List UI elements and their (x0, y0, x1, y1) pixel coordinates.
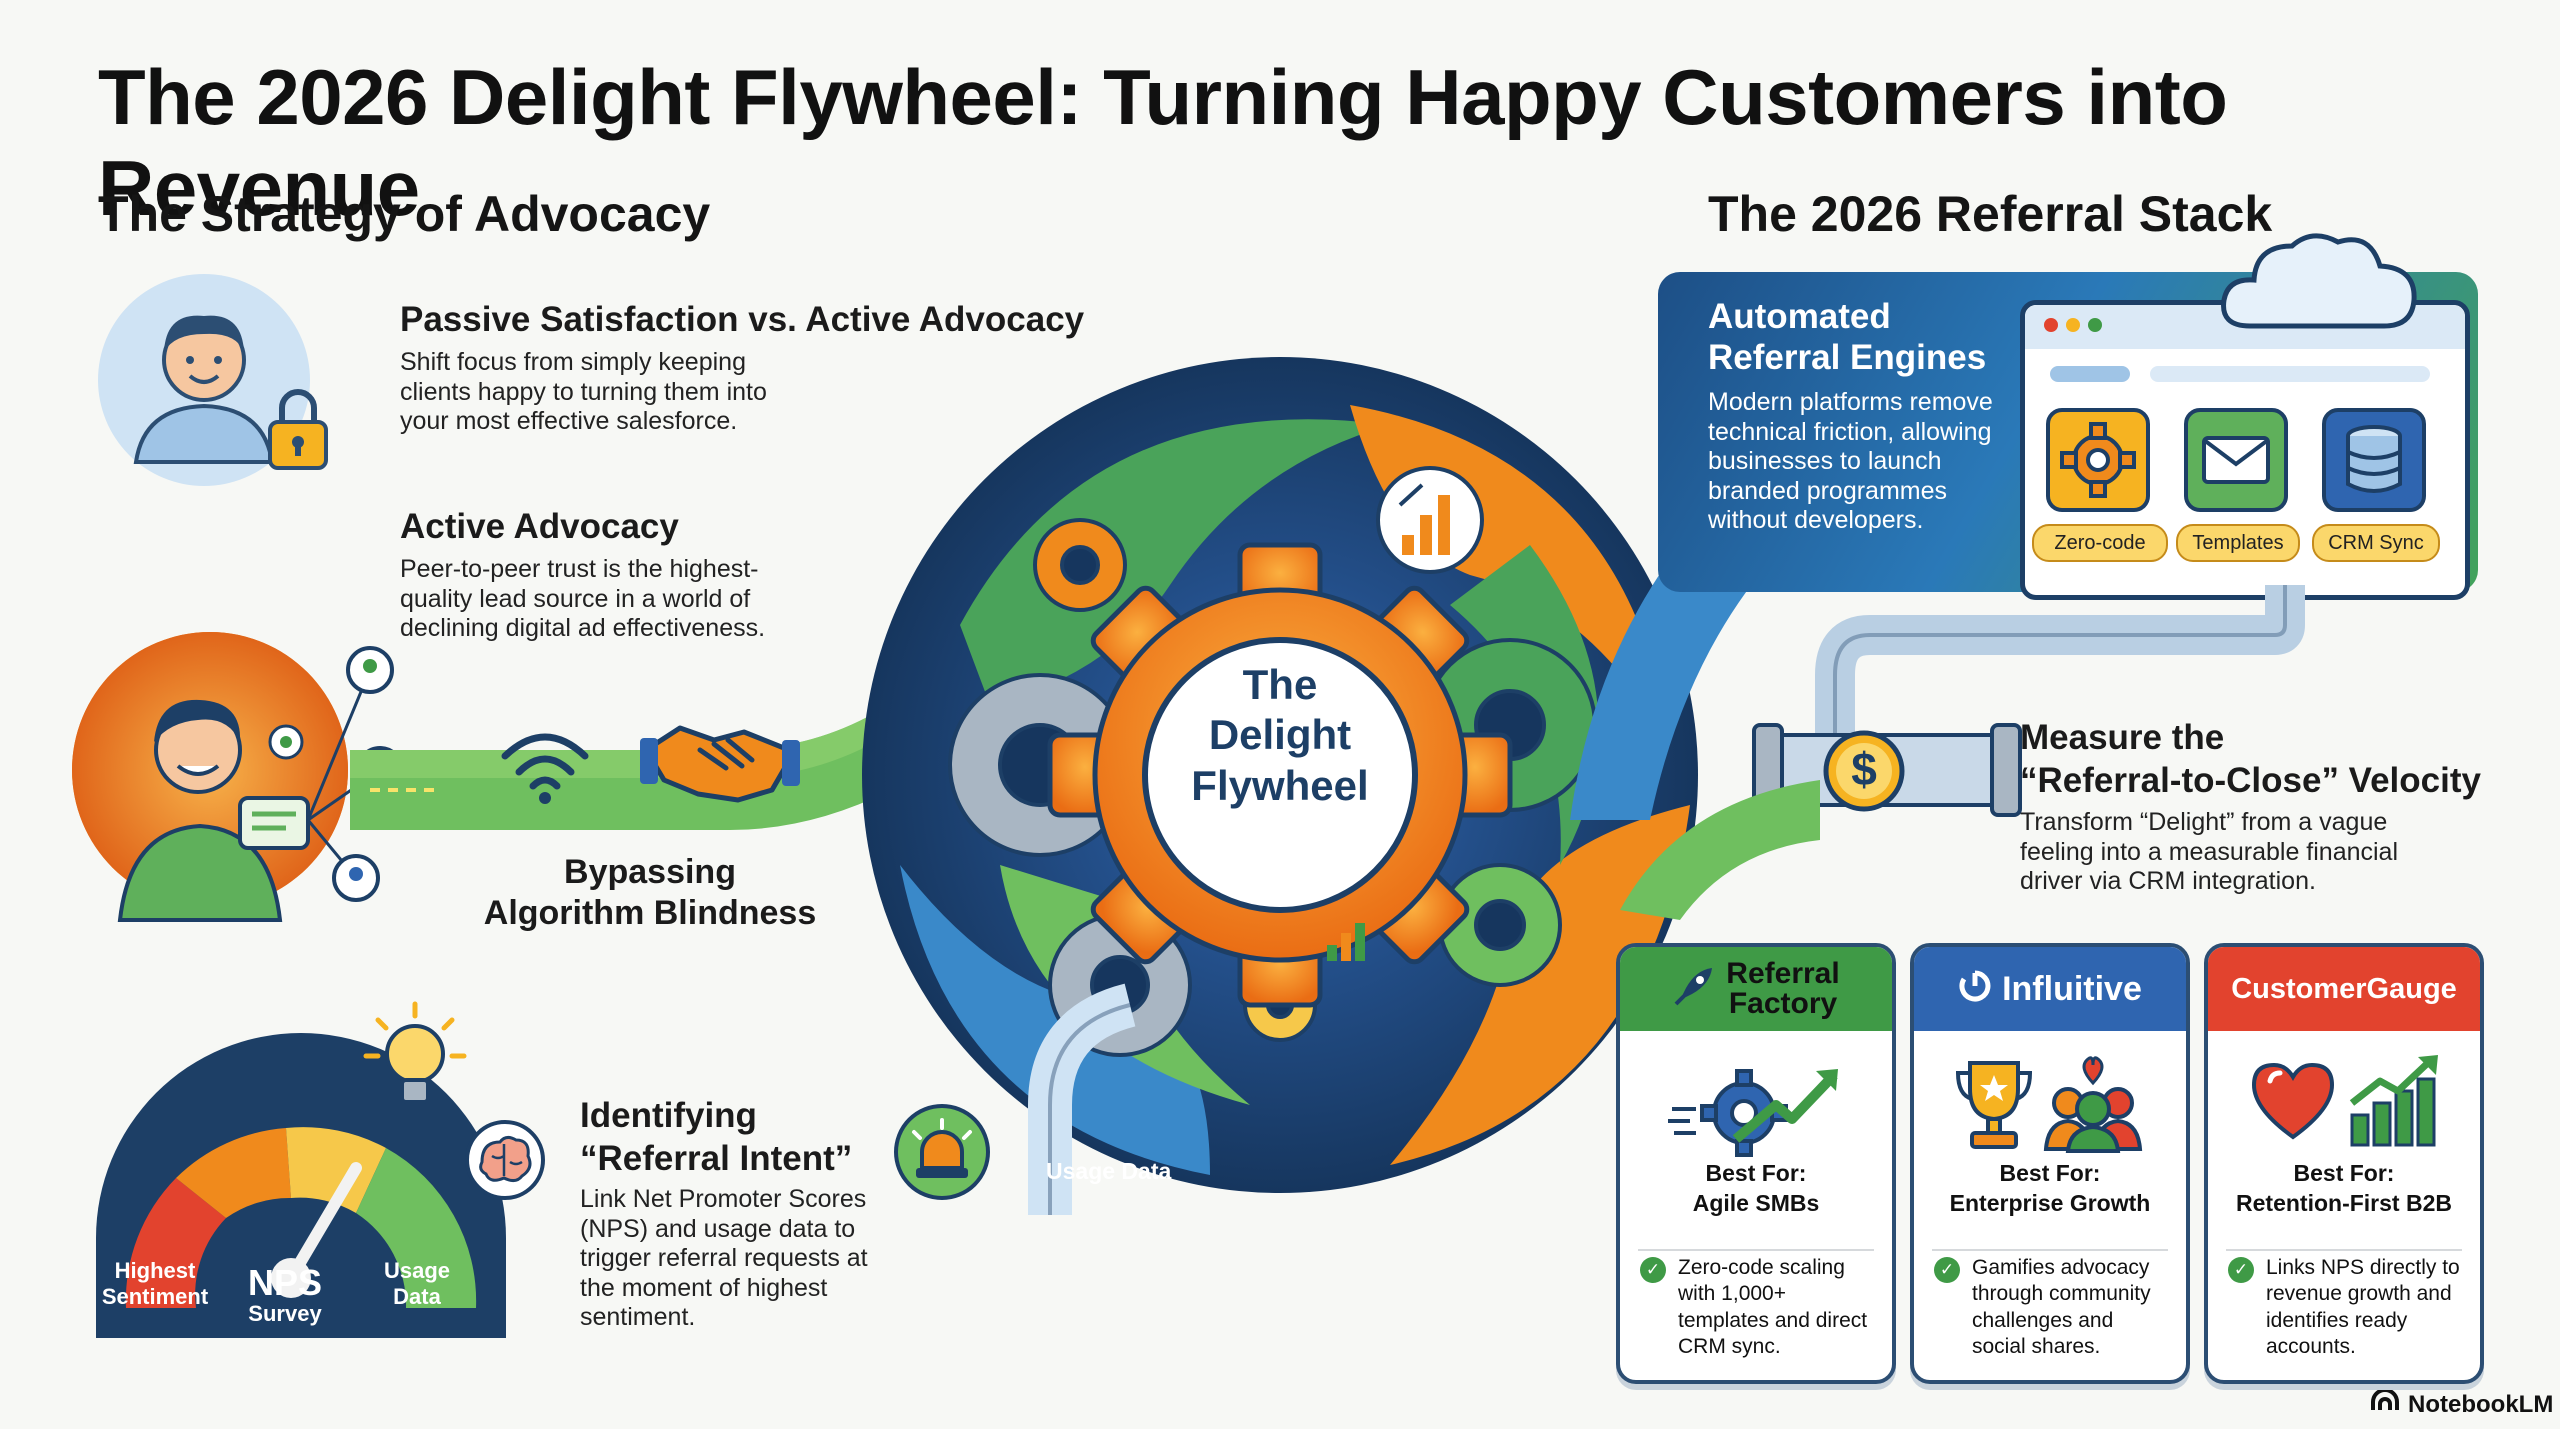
alarm-icon (892, 1102, 992, 1207)
lightbulb-icon (360, 1000, 470, 1115)
card-name: Influitive (2002, 970, 2142, 1008)
window-dot-yellow (2066, 318, 2080, 332)
card-best: Best For: Retention-First B2B (2208, 1159, 2480, 1219)
flywheel-graphic (830, 345, 1730, 1220)
best-for-value: Retention-First B2B (2236, 1189, 2452, 1216)
check-icon: ✓ (2228, 1257, 2254, 1283)
notebooklm-logo-icon (2370, 1388, 2400, 1419)
best-for-label: Best For: (1999, 1160, 2101, 1186)
passive-body: Shift focus from simply keeping clients … (400, 348, 767, 435)
growth-chart-icon (2346, 1051, 2446, 1156)
intent-title-line1: Identifying (580, 1096, 757, 1135)
rocket-icon (1672, 964, 1716, 1014)
intent-title-line2: “Referral Intent” (580, 1138, 853, 1178)
handshake-icon (640, 710, 800, 815)
card-name: Referral Factory (1726, 959, 1839, 1019)
nps-gauge (86, 1008, 516, 1358)
trophy-icon (1954, 1055, 2034, 1160)
card-feature: ✓ Links NPS directly to revenue growth a… (2228, 1255, 2466, 1360)
database-icon[interactable] (2322, 408, 2426, 517)
gear-icon[interactable] (2046, 408, 2150, 517)
influitive-logo-icon (1958, 969, 1992, 1009)
velocity-body: Transform “Delight” from a vague feeling… (2020, 808, 2399, 895)
usage-data-label: Usage Data (1046, 1158, 1172, 1184)
gauge-left-line2: Sentiment (101, 1284, 209, 1310)
card-feature: ✓ Gamifies advocacy through community ch… (1934, 1255, 2172, 1360)
card-divider (1932, 1249, 2168, 1251)
gauge-center-label: NPS Survey (230, 1265, 340, 1327)
engines-title-line2: Referral Engines (1708, 338, 1987, 378)
envelope-icon[interactable] (2184, 408, 2288, 517)
heart-icon (2248, 1059, 2338, 1148)
flywheel-line1: The (1242, 661, 1318, 708)
gauge-survey-text: Survey (248, 1301, 322, 1326)
chip-templates[interactable]: Templates (2176, 524, 2300, 562)
dollar-symbol: $ (1851, 743, 1877, 795)
strategy-heading: The Strategy of Advocacy (98, 186, 711, 242)
gauge-nps-text: NPS (247, 1262, 323, 1303)
card-divider (2226, 1249, 2462, 1251)
wifi-icon (495, 718, 595, 813)
intent-body: Link Net Promoter Scores (NPS) and usage… (580, 1185, 868, 1331)
referral-stack-heading: The 2026 Referral Stack (1708, 186, 2273, 242)
bypass-line1: Bypassing (564, 853, 736, 891)
engines-body: Modern platforms remove technical fricti… (1708, 388, 1993, 534)
check-icon: ✓ (1934, 1257, 1960, 1283)
velocity-title-line2: “Referral-to-Close” Velocity (2020, 760, 2481, 800)
dollar-coin-icon (1822, 729, 1906, 818)
intent-title: Identifying “Referral Intent” (580, 1095, 852, 1180)
flywheel-line3: Flywheel (1191, 761, 1369, 809)
address-bar (2150, 366, 2430, 382)
card-influitive[interactable]: Influitive Best For: Enterprise Growth ✓… (1910, 943, 2190, 1384)
card-name-line2: Factory (1728, 987, 1838, 1020)
advocate-person-icon (70, 630, 430, 935)
flywheel-line2: Delight (1208, 711, 1352, 759)
cloud-icon (2220, 228, 2420, 338)
velocity-title: Measure the “Referral-to-Close” Velocity (2020, 717, 2481, 802)
feature-text: Gamifies advocacy through community chal… (1972, 1256, 2151, 1358)
best-for-label: Best For: (2293, 1160, 2395, 1186)
growth-gear-icon (1666, 1059, 1846, 1164)
card-name: CustomerGauge (2231, 972, 2457, 1005)
card-best: Best For: Agile SMBs (1620, 1159, 1892, 1219)
card-referral-factory[interactable]: Referral Factory Best For: Agile SMBs ✓ … (1616, 943, 1896, 1384)
card-divider (1638, 1249, 1874, 1251)
brand-text: NotebookLM (2408, 1390, 2554, 1418)
window-dot-green (2088, 318, 2102, 332)
card-feature: ✓ Zero-code scaling with 1,000+ template… (1640, 1255, 1878, 1360)
gauge-left-label: Highest Sentiment (90, 1258, 220, 1311)
address-pill (2050, 366, 2130, 382)
card-customergauge[interactable]: CustomerGauge Best For: Retention-First … (2204, 943, 2484, 1384)
best-for-value: Enterprise Growth (1949, 1189, 2151, 1216)
check-icon: ✓ (1640, 1257, 1666, 1283)
active-title: Active Advocacy (400, 507, 679, 546)
window-dot-red (2044, 318, 2058, 332)
page-title: The 2026 Delight Flywheel: Turning Happy… (98, 53, 2228, 232)
velocity-title-line1: Measure the (2020, 718, 2225, 757)
card-name-line1: Referral (1726, 957, 1840, 990)
gauge-right-label: Usage Data (362, 1258, 472, 1311)
bypass-line2: Algorithm Blindness (483, 894, 817, 933)
best-for-value: Agile SMBs (1692, 1189, 1820, 1216)
notebooklm-brand: NotebookLM (2370, 1388, 2554, 1419)
gauge-right-line2: Data (393, 1284, 441, 1310)
bypass-label: Bypassing Algorithm Blindness (440, 852, 860, 935)
feature-text: Links NPS directly to revenue growth and… (2266, 1256, 2460, 1358)
passive-title: Passive Satisfaction vs. Active Advocacy (400, 300, 1085, 339)
community-icon (2038, 1053, 2148, 1158)
engines-title-line1: Automated (1708, 297, 1891, 336)
feature-text: Zero-code scaling with 1,000+ templates … (1678, 1256, 1868, 1358)
gauge-left-line1: Highest (114, 1258, 196, 1283)
active-body: Peer-to-peer trust is the highest-qualit… (400, 555, 766, 642)
engines-title: Automated Referral Engines (1708, 296, 1986, 379)
brain-icon (460, 1118, 550, 1213)
card-best: Best For: Enterprise Growth (1914, 1159, 2186, 1219)
best-for-label: Best For: (1705, 1160, 1807, 1186)
chip-crm-sync[interactable]: CRM Sync (2312, 524, 2440, 562)
user-lock-icon (96, 272, 336, 507)
chip-zero-code[interactable]: Zero-code (2032, 524, 2168, 562)
velocity-stream (1620, 780, 1820, 920)
gauge-right-line1: Usage (383, 1258, 451, 1283)
flywheel-hub-label: The Delight Flywheel (1130, 660, 1430, 811)
